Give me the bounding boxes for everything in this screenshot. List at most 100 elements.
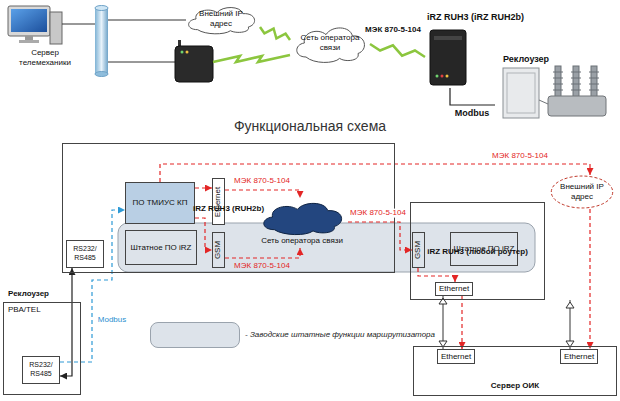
connector-line	[225, 248, 300, 258]
node-label: Реклоузер	[503, 54, 549, 65]
process-box: Ethernet	[212, 178, 225, 225]
cloud-node: Внешний IP адрес	[182, 3, 260, 35]
node-label: Сеть оператора связи	[300, 33, 360, 53]
process-box: RS232/ RS485	[22, 356, 60, 384]
node-label: Ethernet	[439, 284, 469, 294]
router-panel	[434, 36, 462, 40]
connector-line	[461, 296, 462, 349]
router-led	[436, 75, 439, 78]
legend-row: - Заводские штатные функции маршрутизато…	[150, 322, 450, 331]
firewall-cylinder	[95, 6, 108, 77]
edge-label: Modbus	[97, 316, 127, 325]
node-label: Внешний IP адрес	[558, 182, 606, 202]
monitor-stand	[25, 36, 33, 40]
router-body	[430, 30, 466, 85]
title-area: Функциональная схема	[0, 118, 620, 134]
node-label: Ethernet	[564, 352, 594, 362]
legend: - Заводские штатные функции маршрутизато…	[150, 322, 450, 350]
node-label: GSM	[214, 241, 224, 259]
device-node: iRZ RUH3 (iRZ RUH2b)	[425, 12, 533, 88]
insulator	[573, 66, 579, 98]
node-label: RS232/ RS485	[69, 245, 101, 263]
cylinder-body	[95, 8, 108, 74]
cloud-node: Сеть оператора связи	[290, 22, 370, 64]
irz-router-icon	[430, 30, 466, 85]
node-label: Сервер ОИК	[491, 381, 539, 391]
group-box: РеклоузерРВА/TELRS232/ RS485	[3, 302, 81, 395]
cloud-outline	[264, 203, 342, 234]
insulator-sheds	[553, 72, 599, 90]
radio-link	[260, 27, 290, 40]
cloud-node: Внешний IP адрес	[550, 175, 614, 209]
cloud-outline	[297, 28, 365, 62]
connector-line	[348, 222, 412, 250]
process-box: ПО ТМИУС КП	[125, 182, 195, 224]
cloud-outline	[189, 8, 255, 34]
diagram-title: Функциональная схема	[0, 118, 620, 134]
pc-tower	[50, 12, 62, 44]
process-box: Штатное ПО iRZ	[450, 232, 518, 266]
edge-label: Modbus	[454, 109, 491, 119]
node-label: iRZ RUH3 (RUH2b)	[193, 204, 264, 214]
cylinder-top	[95, 6, 108, 11]
network-wire	[108, 20, 186, 21]
edge-label: МЭК 870-5-104	[233, 177, 291, 186]
connector-line	[195, 218, 212, 250]
cylinder-bottom	[95, 72, 108, 77]
node-label: ПО ТМИУС КП	[133, 198, 188, 208]
connector-line	[225, 190, 300, 198]
edge-label: МЭК 870-5-104	[364, 26, 422, 35]
monitor-frame	[8, 6, 50, 36]
router-body	[175, 46, 213, 82]
connector-line	[450, 88, 495, 105]
node-label: Штатное ПО iRZ	[453, 244, 514, 254]
process-box: RS232/ RS485	[66, 240, 104, 268]
group-box: iRZ RUH3 (RUH2b) ПО ТМИУС КП EthernetШтатн…	[62, 143, 395, 273]
group-box: Сервер ОИК Ethernet Ethernet	[413, 346, 617, 396]
router-led	[186, 51, 189, 54]
router-led	[446, 75, 449, 78]
ethernet-cable	[566, 300, 574, 349]
cloud-shape	[256, 198, 348, 236]
insulator	[591, 66, 597, 98]
node-label: Реклоузер	[8, 289, 49, 299]
node-sublabel: РВА/TEL	[8, 305, 41, 315]
connector-line	[195, 187, 212, 188]
group-box: iRZ RUH3 (любой роутер)GSMШтатное ПО iRZ…	[410, 202, 545, 300]
connector-line	[418, 268, 455, 282]
device-node: Реклоузер	[495, 52, 613, 122]
computer-icon	[8, 6, 62, 44]
radio-link	[370, 44, 425, 57]
node-label: Сеть оператора связи	[261, 236, 343, 246]
router-led	[181, 51, 184, 54]
node-label: Ethernet	[214, 186, 224, 216]
legend-swatch	[150, 322, 240, 348]
node-label: Ethernet	[441, 352, 471, 362]
connector-line	[589, 209, 590, 349]
cable-arrow	[439, 298, 447, 304]
monitor-screen	[11, 9, 47, 32]
connector-line	[60, 268, 72, 376]
node-label: RS232/ RS485	[25, 361, 57, 379]
legend-text: - Заводские штатные функции маршрутизато…	[245, 330, 545, 339]
process-box: Ethernet	[560, 349, 598, 364]
ethernet-cable	[439, 296, 447, 349]
monitor-base	[19, 40, 39, 43]
node-label: iRZ RUH3 (iRZ RUH2b)	[427, 12, 524, 23]
network-wire	[62, 24, 95, 25]
edge-label: МЭК 870-5-104	[491, 152, 549, 161]
recloser-picture	[503, 66, 606, 118]
recloser-tank	[548, 96, 606, 116]
process-box: Штатное ПО iRZ	[125, 230, 197, 265]
network-wire	[108, 62, 175, 63]
node-label: Сервер телемеханики	[5, 48, 85, 68]
router-led	[441, 75, 444, 78]
edge-label: МЭК 870-5-104	[349, 209, 407, 218]
node-label: Штатное ПО iRZ	[130, 243, 191, 253]
cable-arrow	[566, 302, 574, 308]
cloud-node: Сеть оператора связи	[256, 198, 348, 248]
process-box: GSM	[212, 232, 225, 268]
